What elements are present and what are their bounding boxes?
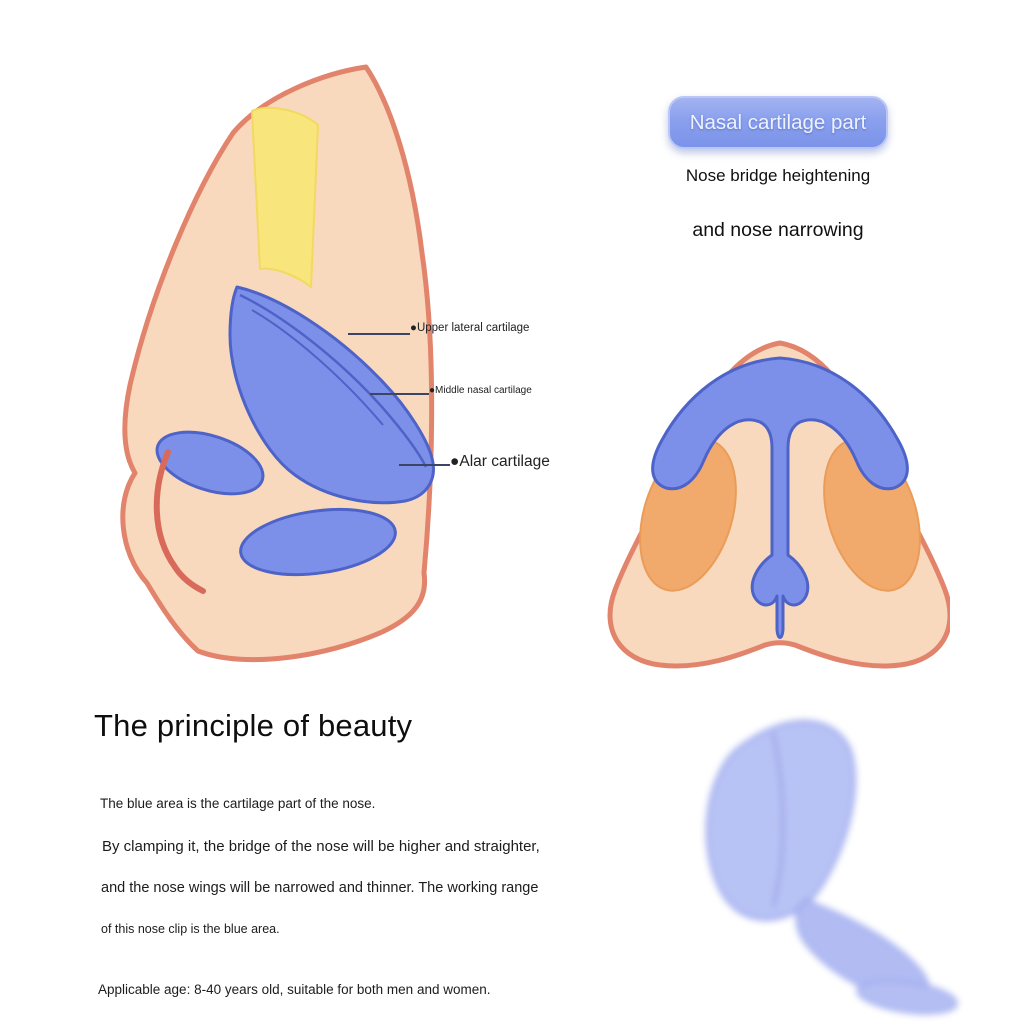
render-seam-line (771, 732, 784, 908)
page-title: The principle of beauty (94, 708, 413, 743)
leader-line-middle-nasal (370, 393, 429, 395)
bottom-cartilage-arch-shape (651, 356, 909, 639)
render-main-mass (705, 720, 856, 921)
subtitle-nose-bridge: Nose bridge heightening (685, 166, 871, 185)
leader-line-upper-lateral (348, 333, 410, 335)
nasal-cartilage-badge: Nasal cartilage part (668, 96, 888, 149)
lower-lateral-cartilage-shape (239, 507, 397, 577)
leader-line-alar (399, 464, 450, 466)
label-upper-lateral-cartilage: ●Upper lateral cartilage (410, 322, 530, 334)
applicable-age-line: Applicable age: 8-40 years old, suitable… (98, 982, 491, 997)
alar-cartilage-shape (155, 430, 265, 496)
nasal-bone-yellow-region (251, 106, 319, 288)
nose-side-view-illustration (120, 64, 435, 663)
principle-line-4: of this nose clip is the blue area. (101, 922, 280, 936)
nostril-crease-accent (153, 449, 206, 594)
label-middle-nasal-cartilage: ●Middle nasal cartilage (429, 385, 532, 396)
render-foot (856, 979, 958, 1015)
principle-line-2: By clamping it, the bridge of the nose w… (102, 838, 540, 855)
cartilage-3d-render (705, 720, 958, 1015)
label-alar-cartilage: ●Alar cartilage (450, 453, 550, 470)
nose-bottom-view-illustration (607, 340, 950, 669)
principle-line-1: The blue area is the cartilage part of t… (100, 796, 376, 811)
upper-lateral-cartilage-shape (228, 285, 435, 505)
subtitle-nose-narrowing: and nose narrowing (692, 219, 864, 241)
cartilage-ridge-line-1 (239, 293, 428, 468)
principle-line-3: and the nose wings will be narrowed and … (101, 880, 539, 896)
cartilage-ridge-line-2 (251, 309, 384, 426)
